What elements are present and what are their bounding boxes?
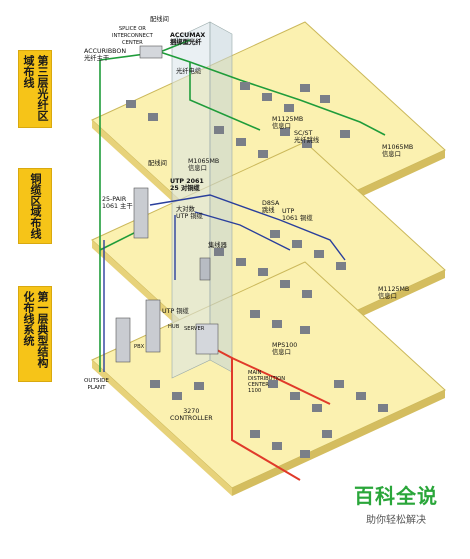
label-bigpair-utp: 大对数 UTP 铜缆 — [176, 206, 203, 220]
label-utp1061: UTP 1061 铜缆 — [282, 208, 313, 222]
equipment-racks — [115, 45, 219, 363]
label-utp-copper: UTP 铜缆 — [162, 308, 189, 315]
floor-1-workstations — [150, 380, 388, 458]
watermark-logo: 百科全说 助你轻松解决 — [336, 480, 456, 526]
label-main-distribution: MAIN DISTRIBUTION CENTER 1100 — [248, 370, 286, 394]
label-m1065mb-right: M1065MB 信息口 — [382, 144, 414, 158]
label-3270-controller: 3270 CONTROLLER — [170, 408, 213, 422]
label-sc-st: SC/ST 光纤跳线 — [294, 130, 320, 144]
label-server: SERVER — [184, 326, 205, 332]
copper-backbone — [103, 194, 346, 372]
label-d8sa: D8SA 跳线 — [262, 200, 280, 214]
label-m1065mb-left: M1065MB 信息口 — [188, 158, 220, 172]
floor-3-side-label: 第三层光纤区域布线 — [18, 50, 52, 128]
floor-2-side-label: 铜缆区域布线 — [18, 168, 52, 244]
label-hub: 集线器 — [208, 242, 227, 249]
label-outside-plant: OUTSIDE PLANT — [84, 378, 109, 391]
label-m1125mb-floor3: M1125MB 信息口 — [272, 116, 304, 130]
vertical-shaft — [171, 21, 233, 379]
label-peixian-top: 配线间 — [150, 16, 169, 23]
label-mps100: MPS100 信息口 — [272, 342, 298, 356]
label-accumax: ACCUMAX 捆绑型光纤 — [170, 32, 206, 46]
floor-3-workstations — [126, 82, 350, 158]
label-hub-small: HUB — [168, 324, 180, 330]
label-utp2061: UTP 2061 25 对铜缆 — [170, 178, 204, 192]
fiber-backbone — [99, 39, 386, 372]
label-25pair: 25-PAIR 1061 主干 — [102, 196, 133, 210]
label-splice-center: SPLICE OR INTERCONNECT CENTER — [112, 26, 153, 46]
label-pbx: PBX — [134, 344, 145, 350]
label-m1125mb-floor2: M1125MB 信息口 — [378, 286, 410, 300]
floor-1-side-label: 第一层典型结构化布线系统 — [18, 286, 52, 382]
label-accuribbon: ACCURIBBON 光纤主干 — [84, 48, 127, 62]
watermark-subtitle: 助你轻松解决 — [366, 515, 426, 526]
label-peixian-mid: 配线间 — [148, 160, 167, 167]
watermark-title: 百科全说 — [354, 484, 438, 508]
label-fiber-cable: 光纤电缆 — [176, 68, 202, 75]
